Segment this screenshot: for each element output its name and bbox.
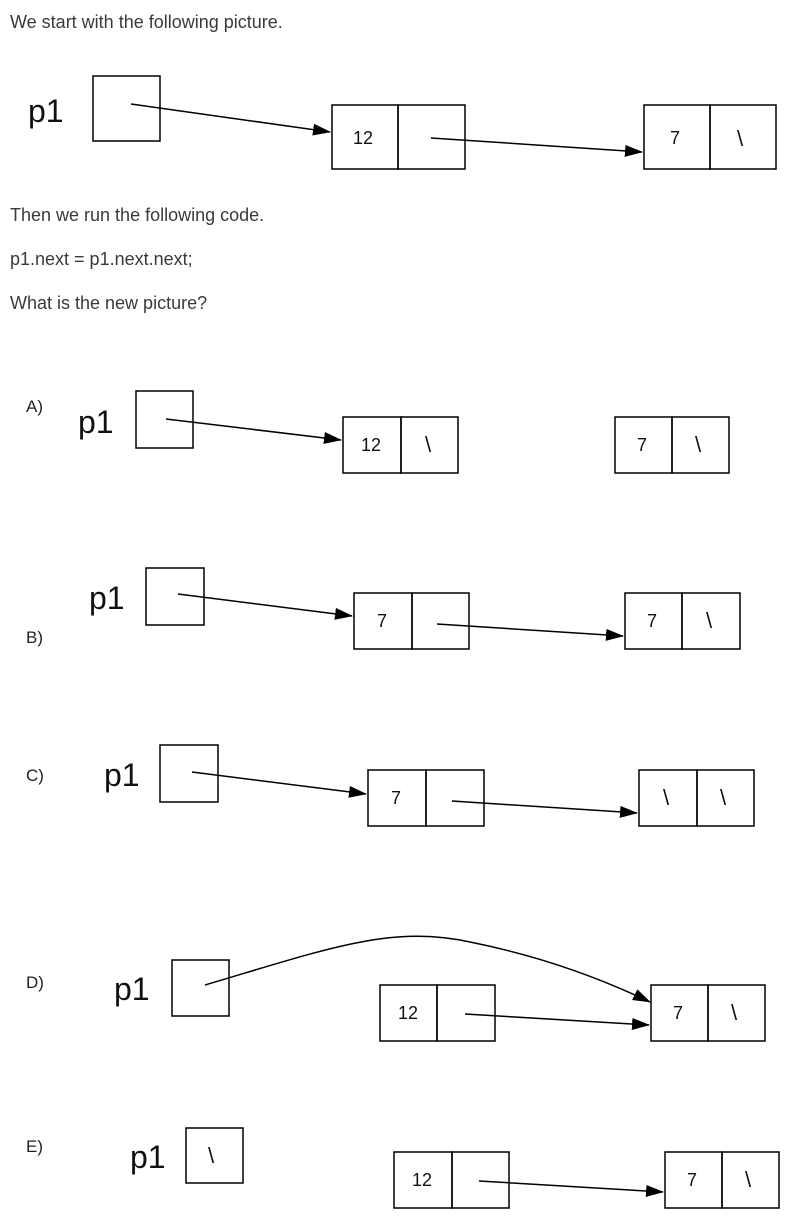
option-a-node2-next [671, 416, 730, 474]
option-b-node1-arrow [436, 623, 624, 641]
initial-diagram: p1 12 7 \ [28, 75, 777, 170]
option-a-label[interactable]: A) [26, 397, 43, 416]
option-c-diagram[interactable]: p1 7 \ \ [104, 744, 755, 827]
code-line: p1.next = p1.next.next; [10, 249, 193, 269]
option-c-node2-data-null: \ [663, 785, 670, 810]
option-e-p1-label: p1 [130, 1139, 166, 1175]
option-d-label[interactable]: D) [26, 973, 44, 992]
option-c-p1-label: p1 [104, 757, 140, 793]
option-c-node1-arrow [451, 800, 638, 818]
option-e-node1-arrow [478, 1180, 664, 1197]
option-d-node1-arrow [464, 1013, 650, 1030]
option-b-node2-next [681, 592, 741, 650]
option-a-node2-value: 7 [637, 435, 647, 455]
option-b-p1-box [145, 567, 205, 626]
initial-node2-next [709, 104, 777, 170]
option-b-p1-label: p1 [89, 580, 125, 616]
option-b-node2-null: \ [706, 608, 713, 633]
initial-p1-label: p1 [28, 93, 64, 129]
initial-node1-arrow [430, 137, 643, 157]
option-d-node2-value: 7 [673, 1003, 683, 1023]
option-c-node2-next [696, 769, 755, 827]
option-a-diagram[interactable]: p1 12 \ 7 \ [78, 390, 730, 474]
option-d-node2-null: \ [731, 1000, 738, 1025]
then-text: Then we run the following code. [10, 205, 265, 225]
option-c-p1-arrow [191, 771, 367, 798]
option-e-p1-box [185, 1127, 244, 1184]
option-e-node1-next [451, 1151, 510, 1209]
option-a-node1-value: 12 [361, 435, 381, 455]
option-a-node1-null: \ [425, 432, 432, 457]
option-c-p1-box [159, 744, 219, 803]
option-a-p1-arrow [165, 418, 342, 444]
option-b-node2-value: 7 [647, 611, 657, 631]
initial-p1-box [92, 75, 161, 142]
option-a-p1-label: p1 [78, 404, 114, 440]
option-e-label[interactable]: E) [26, 1137, 43, 1156]
option-c-label[interactable]: C) [26, 766, 44, 785]
option-d-diagram[interactable]: p1 12 7 \ [114, 935, 766, 1042]
option-e-diagram[interactable]: p1 \ 12 7 \ [130, 1127, 780, 1209]
intro-text: We start with the following picture. [10, 12, 283, 32]
option-d-node1-value: 12 [398, 1003, 418, 1023]
option-c-node1-value: 7 [391, 788, 401, 808]
initial-p1-arrow [130, 103, 331, 136]
option-c-node1-next [425, 769, 485, 827]
option-d-node2-next [707, 984, 766, 1042]
option-d-p1-arrow [204, 935, 651, 1003]
option-a-node1-next [400, 416, 459, 474]
option-b-p1-arrow [177, 593, 353, 620]
option-d-p1-box [171, 959, 230, 1017]
option-e-p1-null: \ [208, 1143, 215, 1168]
option-b-diagram[interactable]: p1 7 7 \ [89, 567, 741, 650]
option-e-node2-value: 7 [687, 1170, 697, 1190]
initial-node1-value: 12 [353, 128, 373, 148]
option-c-node2-next-null: \ [720, 785, 727, 810]
option-e-node2-next [721, 1151, 780, 1209]
initial-node1-next [397, 104, 466, 170]
question-text: What is the new picture? [10, 293, 208, 313]
option-d-p1-label: p1 [114, 971, 150, 1007]
option-a-p1-box [135, 390, 194, 449]
option-a-node2-null: \ [695, 432, 702, 457]
option-b-label[interactable]: B) [26, 628, 43, 647]
option-b-node1-value: 7 [377, 611, 387, 631]
option-e-node1-value: 12 [412, 1170, 432, 1190]
option-b-node1-next [411, 592, 470, 650]
option-d-node1-next [436, 984, 496, 1042]
initial-node2-value: 7 [670, 128, 680, 148]
option-e-node2-null: \ [745, 1167, 752, 1192]
initial-null-marker: \ [737, 126, 744, 151]
